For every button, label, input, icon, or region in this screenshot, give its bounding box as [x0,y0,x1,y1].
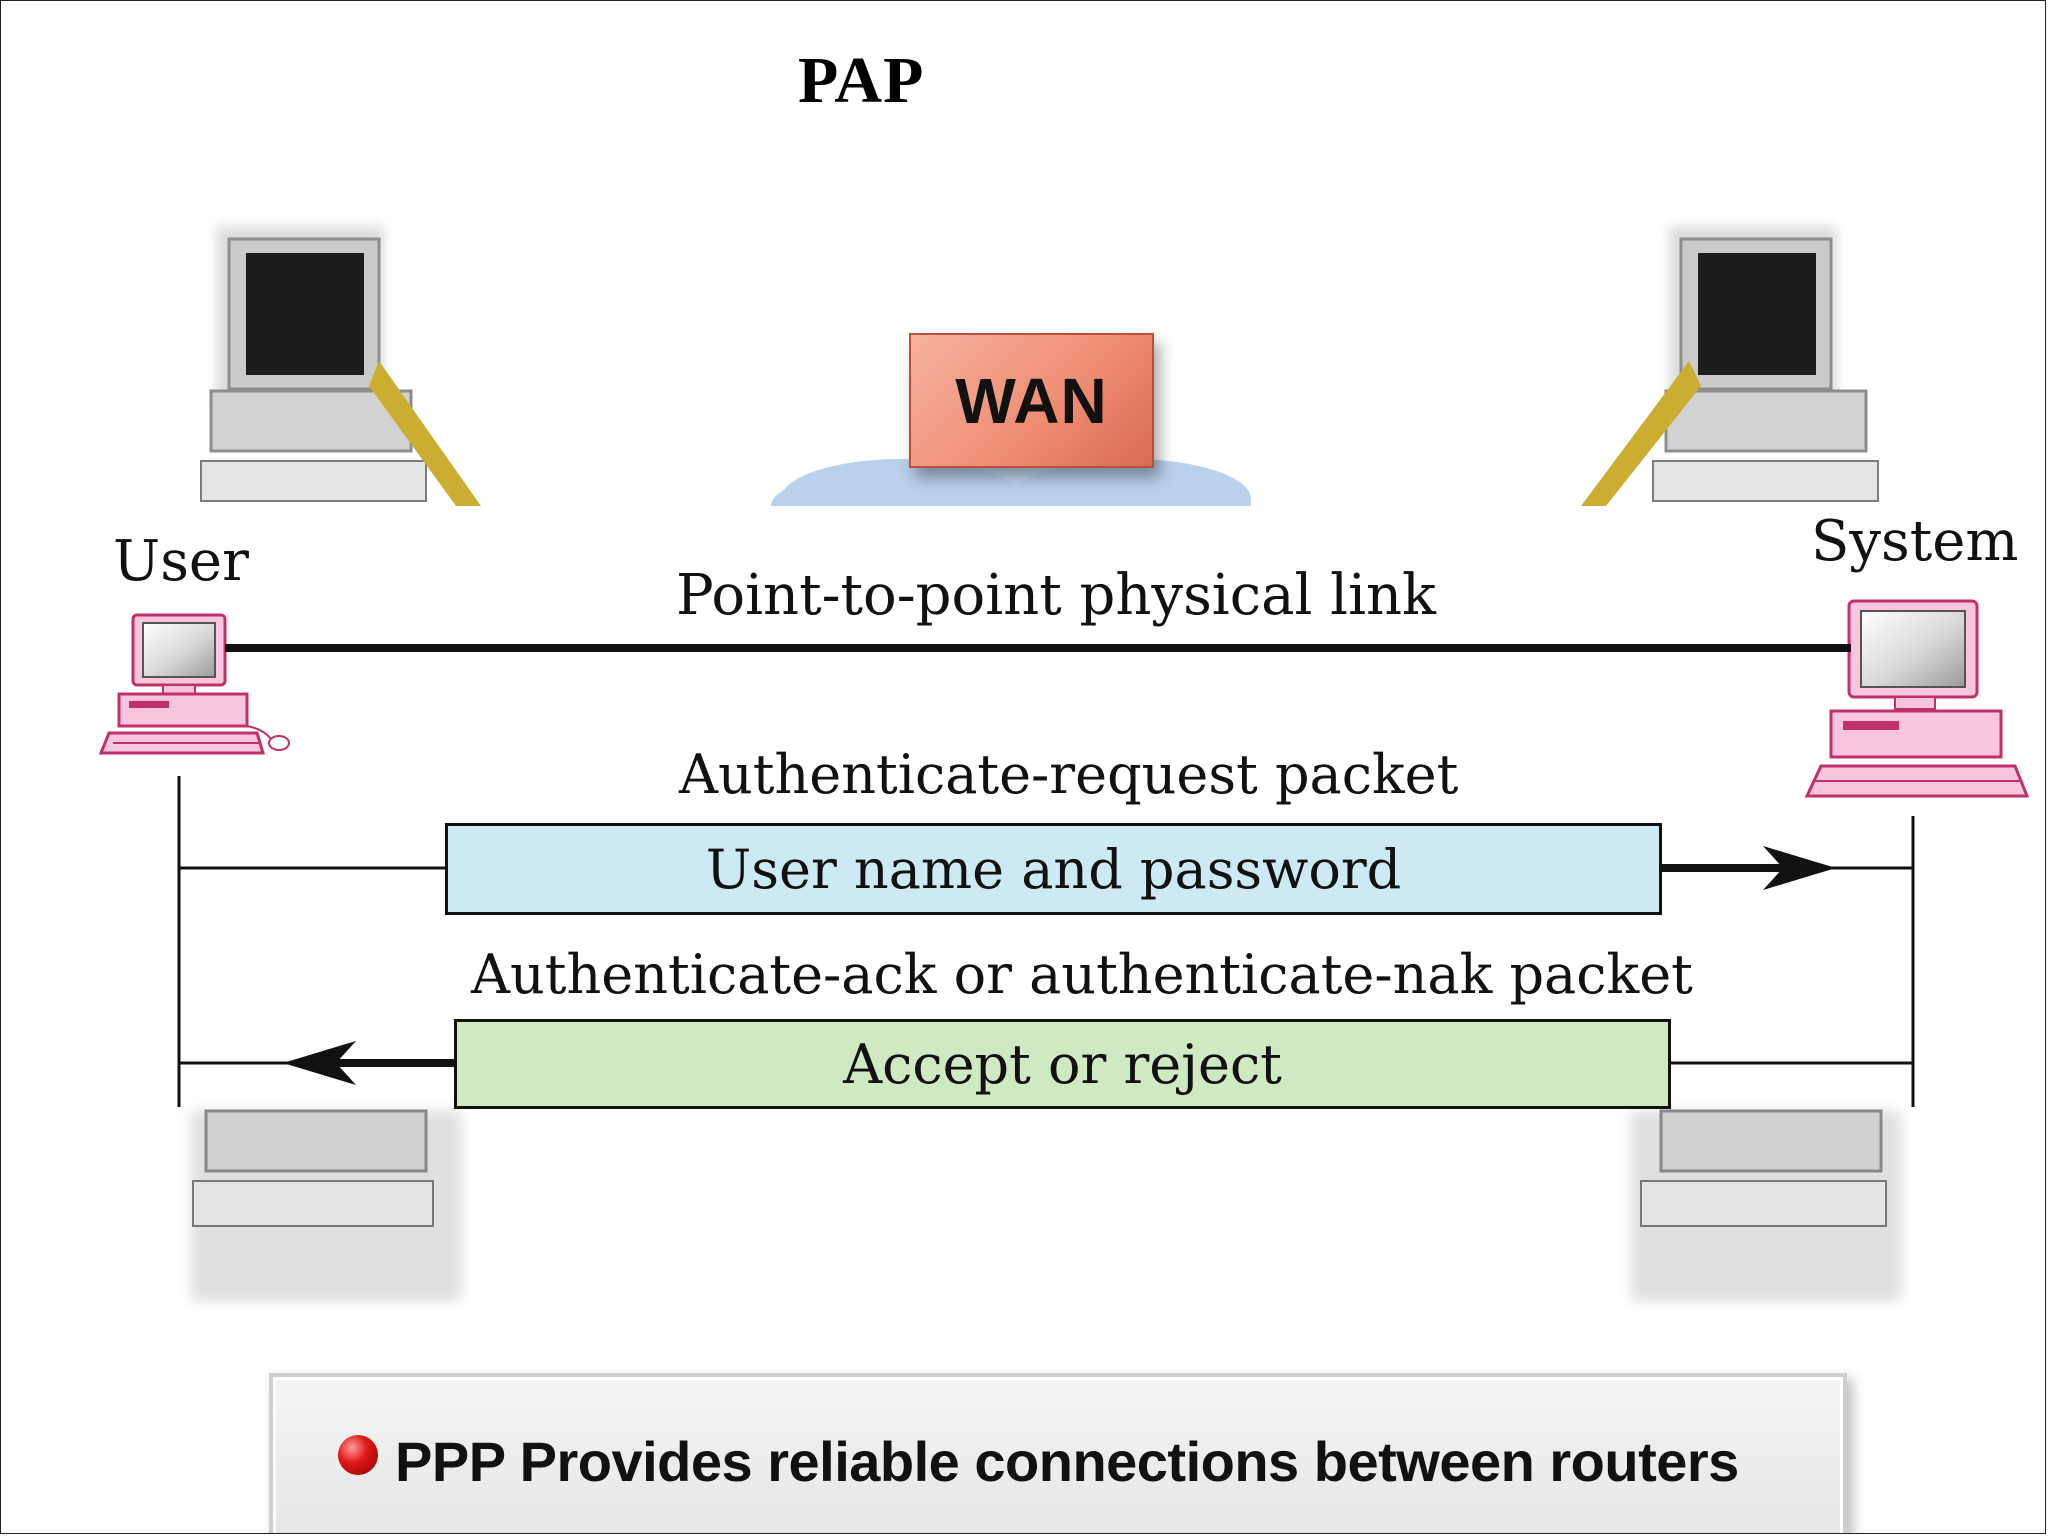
request-packet-label: Authenticate-request packet [679,743,1459,806]
gray-computer-icon [200,226,481,506]
left-arrowhead-icon [283,1041,356,1085]
gray-computer-icon [1631,1109,1901,1301]
red-bullet-icon [338,1435,378,1475]
response-box: Accept or reject [454,1019,1671,1109]
response-box-text: Accept or reject [843,1032,1282,1096]
wan-label: WAN [955,364,1108,437]
background-network-bottom [191,1109,1901,1301]
request-box-text: User name and password [705,837,1402,901]
right-arrowhead-icon [1763,846,1836,890]
system-label: System [1811,509,2019,574]
gray-computer-icon [1581,226,1879,506]
banner-text: PPP Provides reliable connections betwee… [395,1430,1739,1493]
link-label: Point-to-point physical link [676,563,1436,628]
request-box: User name and password [445,823,1662,915]
user-label: User [113,529,249,594]
system-computer-icon [1804,599,2030,798]
page-title: PAP [798,44,925,117]
background-network-top [1,226,2045,1111]
info-banner: PPP Provides reliable connections betwee… [269,1373,1847,1533]
gray-computer-icon [191,1109,461,1301]
ack-packet-label: Authenticate-ack or authenticate-nak pac… [471,943,1693,1006]
wan-box: WAN [909,333,1154,468]
user-computer-icon [98,613,290,755]
